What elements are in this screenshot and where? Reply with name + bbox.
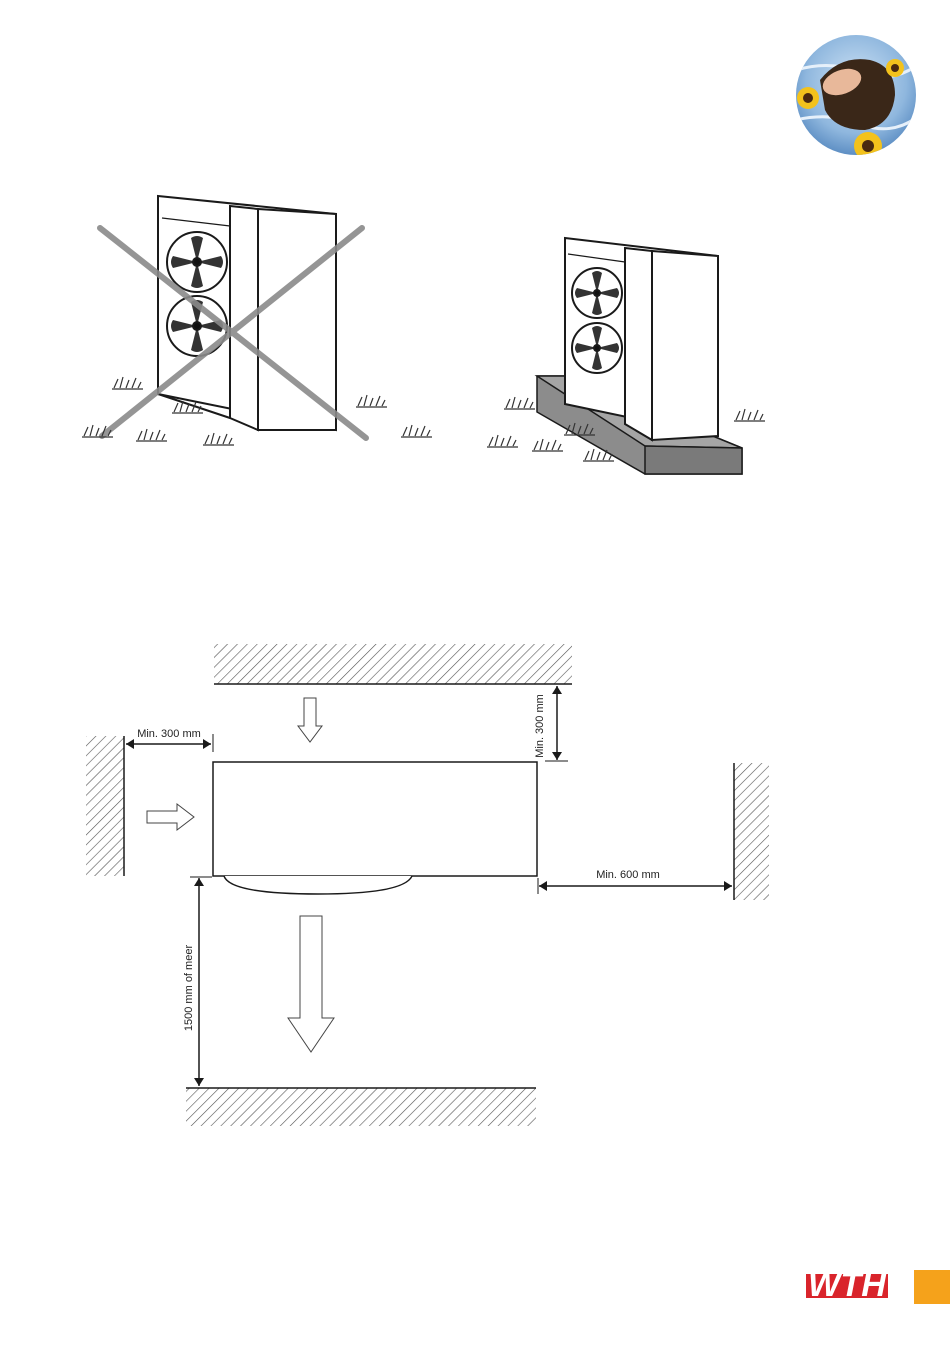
wall-left <box>86 736 124 876</box>
airflow-out-arrow <box>288 916 334 1052</box>
wall-right <box>734 763 769 900</box>
fan-upper <box>167 232 227 292</box>
unit-footprint <box>213 762 537 876</box>
wall-top <box>214 644 572 684</box>
top-clearance-label: Min. 300 mm <box>534 694 546 758</box>
airflow-in-top-arrow <box>298 698 322 742</box>
unit-right-face <box>258 209 336 430</box>
left-clearance-label: Min. 300 mm <box>137 728 201 740</box>
woman-sunflower-photo <box>796 35 916 160</box>
wth-logo: WTH <box>806 1266 888 1304</box>
unit-side-panel-2 <box>625 248 652 440</box>
unit-on-base-illustration <box>565 238 718 440</box>
fan-lower-2 <box>572 323 622 373</box>
wall-bottom <box>186 1088 536 1126</box>
logo-text: WTH <box>808 1266 887 1304</box>
front-clearance-label: 1500 mm of meer <box>183 945 195 1032</box>
page-accent-tab <box>914 1270 950 1304</box>
airflow-in-left-arrow <box>147 804 194 830</box>
fan-upper-2 <box>572 268 622 318</box>
right-clearance-label: Min. 600 mm <box>596 869 660 881</box>
fan-outlet-bulge <box>224 876 412 894</box>
clearance-plan-diagram: Min. 300 mm Min. 300 mm Min. 600 mm 1500… <box>86 644 769 1126</box>
